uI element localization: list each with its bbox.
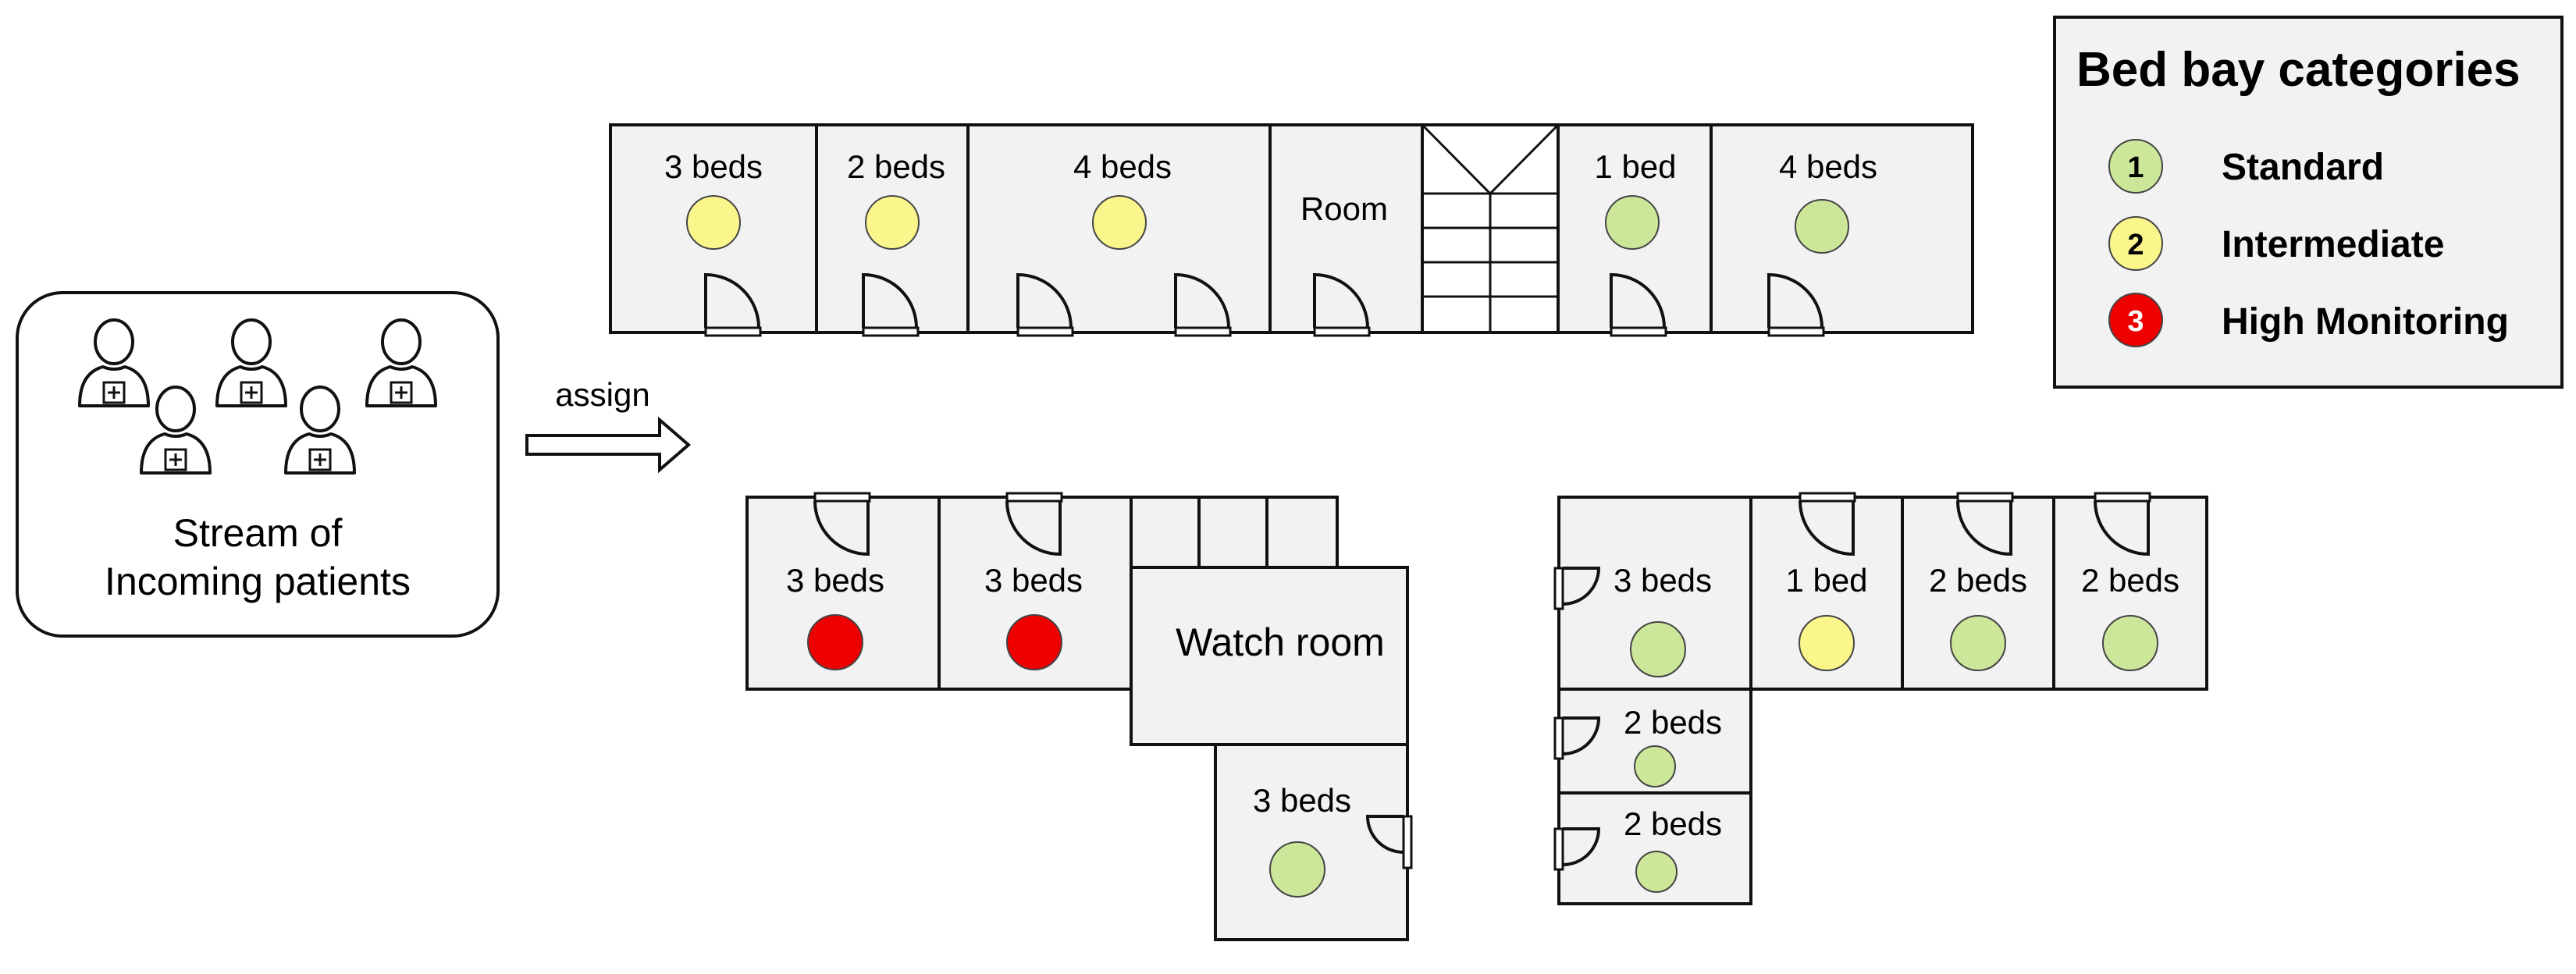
- bay-label: 2 beds: [2081, 562, 2179, 599]
- incoming-patients-box: Stream of Incoming patients: [16, 291, 500, 638]
- legend-item-standard: 1 Standard: [2108, 139, 2384, 194]
- legend-label: Standard: [2222, 147, 2384, 188]
- door: [1553, 827, 1601, 871]
- door: [1365, 815, 1413, 869]
- door: [704, 272, 762, 337]
- legend-label: High Monitoring: [2222, 301, 2509, 343]
- standard-bay-marker: [2102, 615, 2158, 671]
- standard-bay-marker: [1630, 621, 1686, 677]
- assign-label: assign: [555, 376, 649, 413]
- high-monitoring-bay-marker: [1006, 614, 1062, 670]
- bay-label: 4 beds: [1779, 148, 1877, 185]
- door: [1005, 492, 1063, 556]
- patient-icon: [78, 318, 150, 407]
- bay-label: 3 beds: [786, 562, 884, 599]
- door: [1610, 272, 1667, 337]
- bay-label: 3 beds: [664, 148, 763, 185]
- watch-room-label: Watch room: [1176, 620, 1385, 664]
- standard-bay-marker: [1269, 841, 1325, 898]
- storage-cell: [1197, 496, 1268, 569]
- bay-label: 4 beds: [1073, 148, 1172, 185]
- patient-icon: [215, 318, 287, 407]
- bay-label: Room: [1300, 190, 1388, 227]
- bay-label: 2 beds: [1929, 562, 2027, 599]
- patients-label-line2: Incoming patients: [105, 560, 411, 603]
- door: [1553, 567, 1601, 610]
- door: [1016, 272, 1074, 337]
- patients-label-line1: Stream of: [173, 511, 343, 555]
- legend-item-high-monitoring: 3 High Monitoring: [2108, 293, 2509, 347]
- bay-label: 3 beds: [1614, 562, 1712, 599]
- legend-item-intermediate: 2 Intermediate: [2108, 216, 2444, 271]
- door: [2094, 492, 2151, 556]
- top-wing: 3 beds 2 beds 4 beds Room 1 bed 4 beds: [609, 123, 1974, 337]
- storage-cell: [1265, 496, 1339, 569]
- standard-bay-marker: [1605, 195, 1660, 250]
- bay-label: 2 beds: [847, 148, 945, 185]
- legend-title: Bed bay categories: [2076, 43, 2521, 97]
- bay-label: 2 beds: [1624, 805, 1722, 842]
- stairs: [1421, 123, 1560, 334]
- standard-bay-marker: [1635, 851, 1678, 893]
- top-wing-outline: [609, 123, 1974, 334]
- legend-number: 1: [2127, 151, 2144, 184]
- door: [1956, 492, 2014, 556]
- storage-cell: [1130, 496, 1201, 569]
- right-wing: 3 beds 1 bed 2 beds 2 beds 2 beds 2 beds: [1553, 492, 2208, 905]
- high-monitoring-bay-marker: [807, 614, 863, 670]
- door: [1174, 272, 1232, 337]
- legend-number: 2: [2127, 229, 2144, 261]
- patient-icon: [140, 386, 212, 475]
- bay-label: 1 bed: [1785, 562, 1867, 599]
- bay-label: 3 beds: [1253, 782, 1351, 819]
- bay: [1214, 743, 1409, 941]
- intermediate-bay-marker: [1092, 195, 1147, 250]
- bay-label: 1 bed: [1594, 148, 1676, 185]
- standard-bay-marker: [1634, 745, 1676, 787]
- bay-label: 2 beds: [1624, 704, 1722, 741]
- patient-icon: [284, 386, 356, 475]
- standard-bay-marker: [1950, 615, 2006, 671]
- legend: Bed bay categories 1 Standard 2 Intermed…: [2053, 16, 2564, 389]
- door: [1553, 716, 1601, 760]
- door: [813, 492, 871, 556]
- legend-number: 3: [2127, 305, 2144, 338]
- patient-icon: [365, 318, 437, 407]
- door: [1767, 272, 1825, 337]
- intermediate-bay-marker: [1799, 615, 1855, 671]
- left-wing: 3 beds 3 beds Watch room 3 beds: [745, 492, 1413, 941]
- door: [862, 272, 920, 337]
- door: [1313, 272, 1371, 337]
- door: [1799, 492, 1856, 556]
- assign-arrow: assign: [525, 376, 692, 474]
- watch-room: [1130, 566, 1409, 746]
- bay-label: 3 beds: [984, 562, 1083, 599]
- legend-label: Intermediate: [2222, 224, 2444, 265]
- intermediate-bay-marker: [865, 195, 920, 250]
- standard-bay-marker: [1795, 199, 1849, 254]
- intermediate-bay-marker: [686, 195, 741, 250]
